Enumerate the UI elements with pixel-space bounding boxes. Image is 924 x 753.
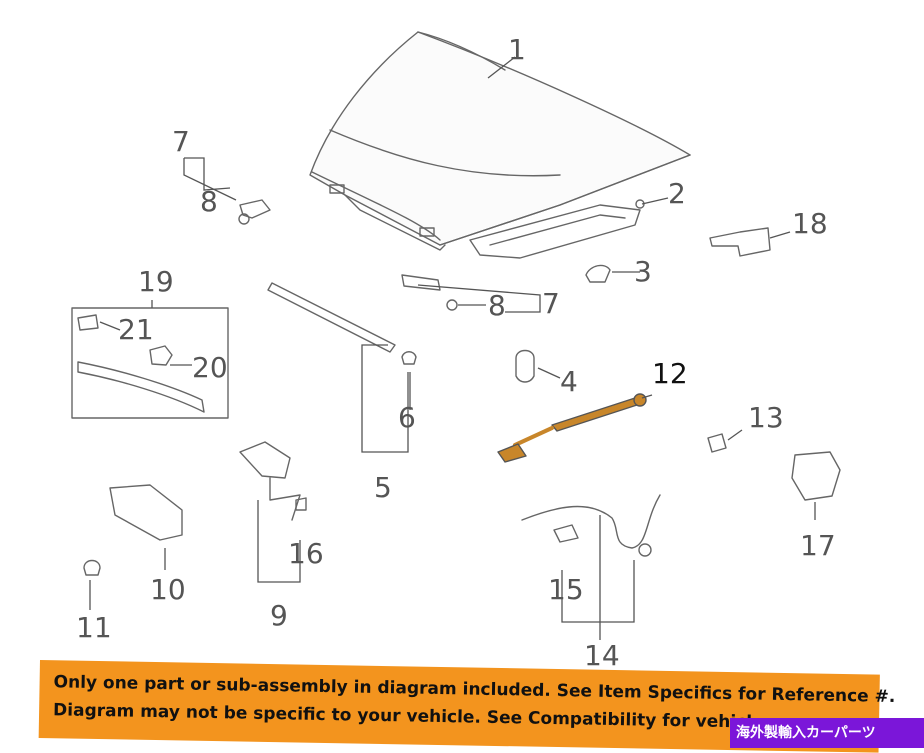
callout-16: 16 bbox=[288, 537, 324, 570]
bracket-part-7b bbox=[401, 274, 441, 291]
bracket-part-10 bbox=[109, 484, 183, 541]
latch-part-17 bbox=[791, 451, 841, 501]
parts-diagram-drawing bbox=[71, 31, 841, 640]
callout-10: 10 bbox=[150, 573, 186, 606]
clip-part-16 bbox=[295, 497, 307, 511]
callout-5: 5 bbox=[374, 471, 392, 504]
cable-part-14 bbox=[521, 494, 661, 549]
callout-14: 14 bbox=[584, 639, 620, 672]
callout-6: 6 bbox=[398, 401, 416, 434]
assembly-box-19 bbox=[71, 307, 229, 419]
callout-12: 12 bbox=[652, 357, 688, 390]
callout-7a: 7 bbox=[172, 125, 190, 158]
callout-9: 9 bbox=[270, 599, 288, 632]
callout-17: 17 bbox=[800, 529, 836, 562]
clip-part-6 bbox=[401, 351, 417, 365]
callout-3: 3 bbox=[634, 255, 652, 288]
callout-20: 20 bbox=[192, 351, 228, 384]
callout-19: 19 bbox=[138, 265, 174, 298]
clip-part-20 bbox=[149, 345, 173, 366]
callout-15: 15 bbox=[548, 573, 584, 606]
callout-4: 4 bbox=[560, 365, 578, 398]
parts-diagram: 1 2 3 4 5 6 7 8 8 7 9 10 11 12 13 14 15 … bbox=[71, 31, 841, 670]
seal-part-5 bbox=[267, 282, 396, 353]
bumper-part-4 bbox=[515, 349, 535, 383]
import-parts-tag: 海外製輸入カーパーツ bbox=[730, 718, 924, 748]
molding-part bbox=[77, 361, 205, 413]
callout-18: 18 bbox=[792, 207, 828, 240]
bumper-part-11 bbox=[83, 559, 101, 576]
clip-part-21 bbox=[77, 314, 99, 331]
disclaimer-line-2: Diagram may not be specific to your vehi… bbox=[52, 700, 815, 734]
callout-7b: 7 bbox=[542, 287, 560, 320]
clip-part-3 bbox=[585, 264, 611, 283]
clip-part-13 bbox=[707, 433, 727, 453]
clip-part-8b bbox=[446, 299, 458, 311]
hood-part bbox=[309, 31, 691, 251]
strut-part-12 bbox=[497, 393, 647, 463]
callout-8a: 8 bbox=[200, 185, 218, 218]
callout-8b: 8 bbox=[488, 289, 506, 322]
callout-13: 13 bbox=[748, 401, 784, 434]
clip-part-15 bbox=[553, 524, 579, 543]
callout-2: 2 bbox=[668, 177, 686, 210]
bracket-part-7a bbox=[239, 199, 271, 219]
callout-21: 21 bbox=[118, 313, 154, 346]
callout-11: 11 bbox=[76, 611, 112, 644]
bracket-part-18 bbox=[709, 227, 771, 257]
callout-1: 1 bbox=[508, 33, 526, 66]
clip-part-8a bbox=[238, 213, 250, 225]
cable-part-9 bbox=[239, 441, 291, 479]
insulator-part bbox=[469, 199, 645, 259]
